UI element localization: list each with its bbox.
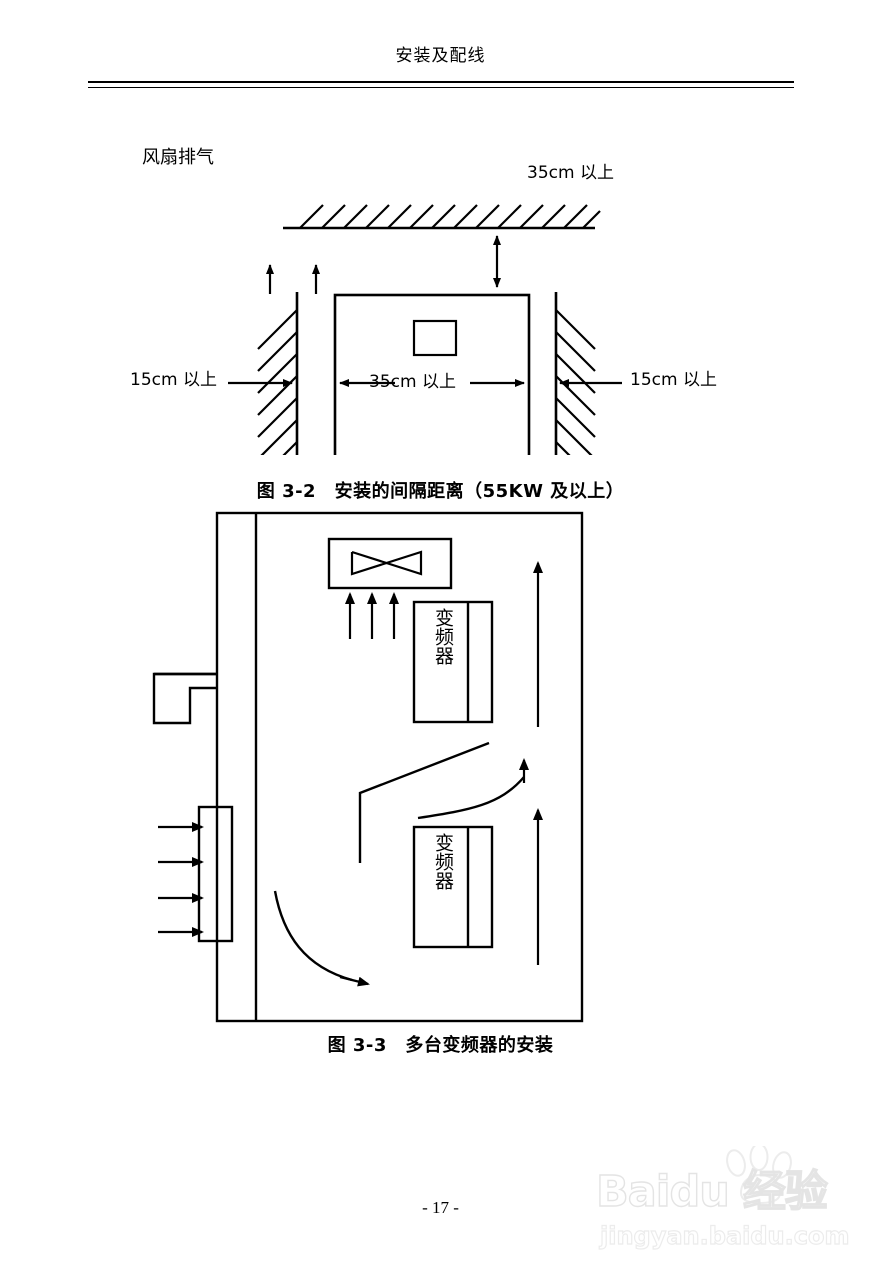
label-bottom-clearance: 35cm 以上 (369, 372, 456, 392)
paw-print-icon (726, 1146, 792, 1204)
label-inverter-top: 变频器 (432, 608, 454, 665)
watermark-url: jingyan.baidu.com (599, 1221, 850, 1250)
figure-3-3: 变频器 变频器 (0, 505, 881, 1025)
figure-3-2: 风扇排气 35cm 以上 35cm 以上 15cm 以上 15cm 以上 (0, 95, 881, 455)
header-divider-rule (88, 81, 794, 88)
label-top-clearance: 35cm 以上 (527, 163, 614, 183)
label-left-clearance: 15cm 以上 (130, 370, 217, 390)
label-right-clearance: 15cm 以上 (630, 370, 717, 390)
page-header-title: 安装及配线 (395, 46, 486, 66)
figure-3-3-caption: 图 3-3 多台变频器的安装 (327, 1035, 554, 1056)
page-header: 安装及配线 (0, 44, 881, 68)
page-number: - 17 - (422, 1198, 459, 1217)
label-fan-exhaust: 风扇排气 (142, 147, 214, 168)
label-inverter-bottom: 变频器 (432, 833, 454, 890)
figure-3-2-caption: 图 3-2 安装的间隔距离（55KW 及以上） (256, 481, 625, 502)
